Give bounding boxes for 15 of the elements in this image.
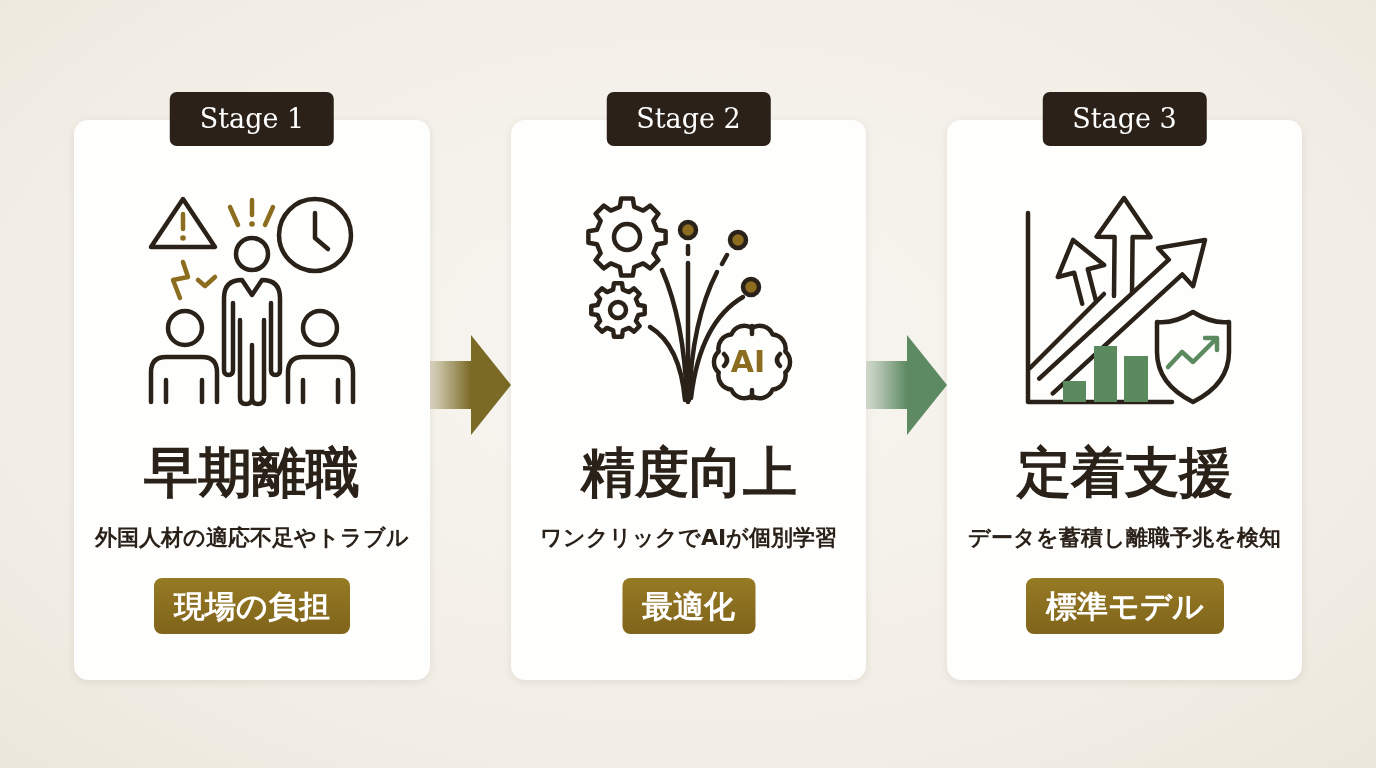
stage-description: 外国人材の適応不足やトラブル xyxy=(95,524,409,552)
arrow xyxy=(430,335,511,435)
stage-description: ワンクリックでAIが個別学習 xyxy=(539,524,838,552)
stage-title: 精度向上 xyxy=(580,441,797,503)
arrow xyxy=(866,335,947,435)
stage-tab: Stage 1 xyxy=(169,92,335,146)
stage-description: データを蓄積し離職予兆を検知 xyxy=(968,524,1281,552)
stage-tab: Stage 3 xyxy=(1042,92,1207,146)
result-badge: 標準モデル xyxy=(1025,578,1224,634)
result-badge: 現場の負担 xyxy=(154,578,350,634)
icon-label: AI xyxy=(730,346,766,378)
result-badge: 最適化 xyxy=(622,578,755,634)
stage-tab: Stage 2 xyxy=(606,92,771,146)
stage-title: 早期離職 xyxy=(144,441,360,503)
stage-title: 定着支援 xyxy=(1016,441,1233,503)
